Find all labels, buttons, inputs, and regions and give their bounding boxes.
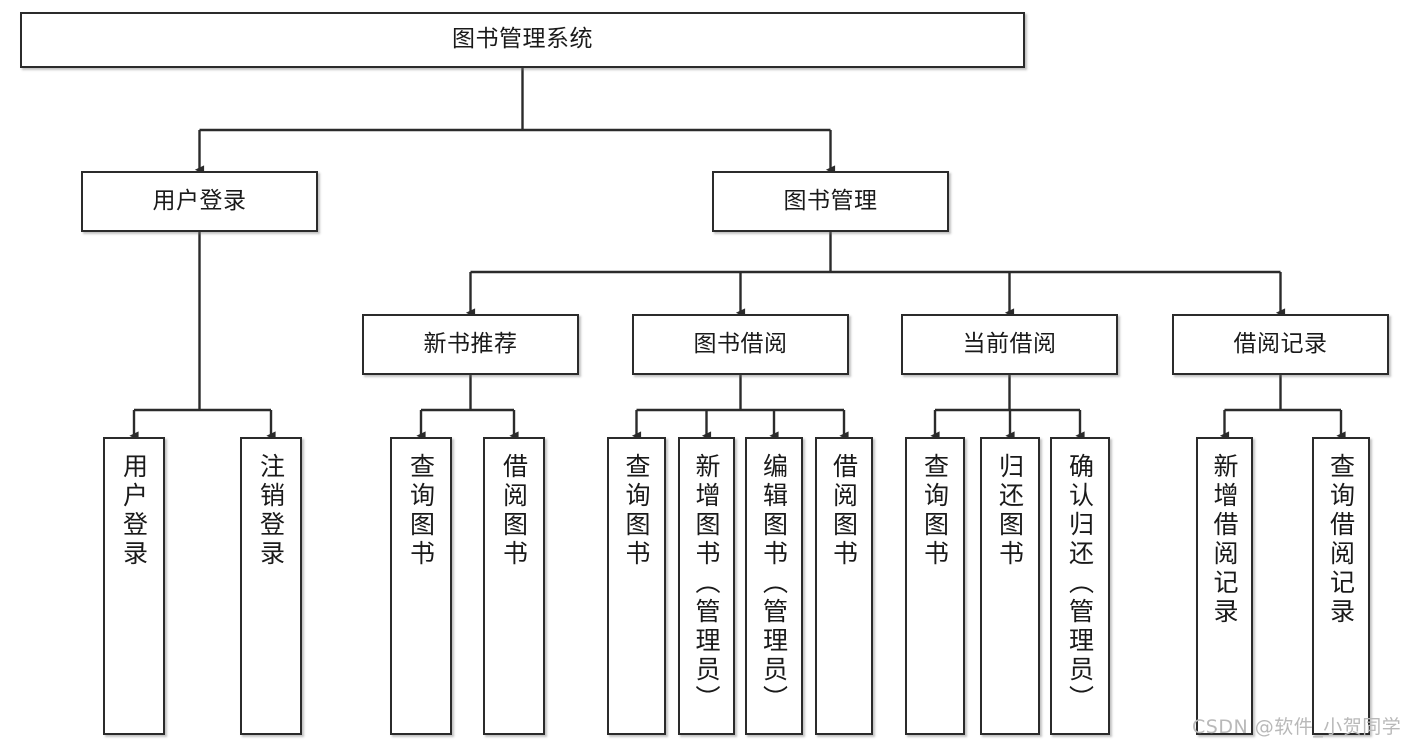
node-leaf-confirm-return[interactable]: 确认归还（管理员） [1050, 437, 1110, 735]
csdn-watermark: CSDN @软件_小贺同学 [1192, 716, 1402, 738]
node-label: 编辑图书（管理员） [759, 453, 789, 714]
node-label: 查询图书 [920, 453, 950, 569]
node-book-borrow[interactable]: 图书借阅 [632, 314, 849, 375]
node-label: 图书管理 [783, 187, 878, 214]
node-leaf-query-book-rec[interactable]: 查询图书 [390, 437, 452, 735]
node-leaf-borrow-book[interactable]: 借阅图书 [815, 437, 873, 735]
node-leaf-query-book-cur[interactable]: 查询图书 [905, 437, 965, 735]
node-label: 用户登录 [152, 187, 247, 214]
node-label: 注销登录 [256, 453, 286, 569]
node-leaf-borrow-book-rec[interactable]: 借阅图书 [483, 437, 545, 735]
node-book-manage[interactable]: 图书管理 [712, 171, 949, 232]
node-label: 当前借阅 [962, 330, 1057, 357]
node-leaf-logout[interactable]: 注销登录 [240, 437, 302, 735]
node-label: 用户登录 [119, 453, 149, 569]
node-leaf-add-book[interactable]: 新增图书（管理员） [678, 437, 735, 735]
node-leaf-user-login[interactable]: 用户登录 [103, 437, 165, 735]
node-label: 新增借阅记录 [1210, 453, 1239, 627]
node-label: 新增图书（管理员） [692, 453, 721, 714]
edge-group [129, 68, 1346, 441]
node-label: 借阅图书 [829, 453, 859, 569]
node-leaf-edit-book[interactable]: 编辑图书（管理员） [745, 437, 803, 735]
node-label: 借阅图书 [499, 453, 529, 569]
node-label: 新书推荐 [423, 330, 518, 357]
node-user-login[interactable]: 用户登录 [81, 171, 318, 232]
node-root[interactable]: 图书管理系统 [20, 12, 1025, 68]
node-label: 查询图书 [622, 453, 651, 569]
node-leaf-add-record[interactable]: 新增借阅记录 [1196, 437, 1253, 735]
node-leaf-query-book[interactable]: 查询图书 [607, 437, 666, 735]
node-current-borrow[interactable]: 当前借阅 [901, 314, 1118, 375]
node-label: 查询图书 [406, 453, 436, 569]
node-leaf-return-book[interactable]: 归还图书 [980, 437, 1040, 735]
node-new-book-rec[interactable]: 新书推荐 [362, 314, 579, 375]
node-label: 借阅记录 [1233, 330, 1328, 357]
node-borrow-record[interactable]: 借阅记录 [1172, 314, 1389, 375]
node-label: 确认归还（管理员） [1065, 453, 1095, 714]
node-label: 图书管理系统 [452, 26, 593, 53]
node-label: 归还图书 [995, 453, 1025, 569]
node-leaf-query-record[interactable]: 查询借阅记录 [1312, 437, 1370, 735]
node-label: 图书借阅 [693, 330, 788, 357]
node-label: 查询借阅记录 [1326, 453, 1356, 627]
